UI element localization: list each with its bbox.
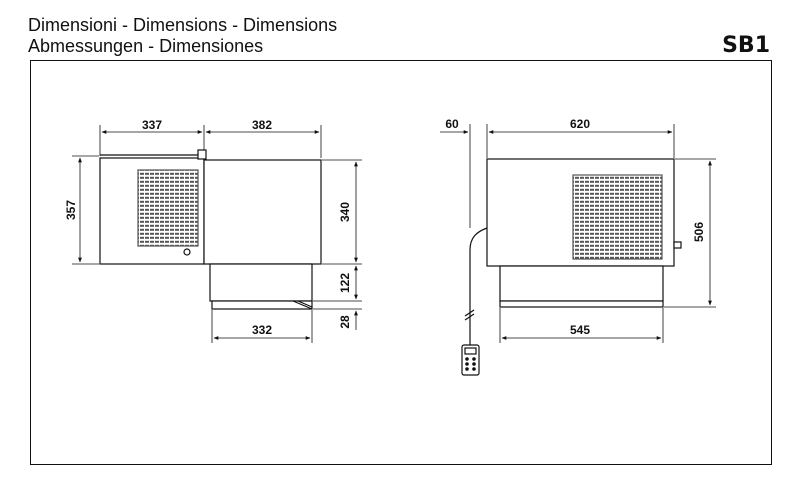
cable-break-2: [464, 313, 475, 321]
remote-button-6: [472, 367, 476, 371]
remote-button-2: [472, 357, 476, 361]
side-hatch-2: [297, 300, 313, 308]
dim-545-label: 545: [570, 323, 590, 337]
remote-button-1: [465, 357, 469, 361]
dim-60-label: 60: [445, 117, 459, 131]
front-bottom-plate: [499, 300, 664, 308]
front-view: [461, 158, 682, 376]
dim-337-label: 337: [142, 118, 162, 132]
dim-122-label: 122: [338, 273, 352, 293]
dim-382-label: 382: [252, 118, 272, 132]
dim-332-label: 332: [252, 323, 272, 337]
dim-620-label: 620: [570, 117, 590, 131]
remote-display: [464, 347, 477, 355]
front-dimensions: 60 620 506 545: [440, 117, 716, 343]
dim-506-label: 506: [692, 222, 706, 242]
title-line-1: Dimensioni - Dimensions - Dimensions: [28, 15, 338, 35]
side-grille: [137, 169, 199, 247]
title-line-2: Abmessungen - Dimensiones: [28, 36, 264, 56]
side-condenser-body: [203, 159, 322, 265]
front-grille: [572, 174, 663, 260]
side-top-cap: [197, 149, 207, 160]
front-side-connector: [673, 241, 682, 249]
side-hatch-1: [292, 300, 313, 310]
side-bottom-plate: [211, 300, 313, 310]
front-lower-body: [499, 265, 664, 302]
model-code: SB1: [722, 33, 770, 58]
side-dimensions: 337 382 357 340 122 28 332: [64, 118, 362, 343]
remote-button-3: [465, 362, 469, 366]
side-view: [99, 149, 322, 310]
remote-button-4: [472, 362, 476, 366]
dim-28-label: 28: [338, 315, 352, 329]
side-connector: [183, 248, 191, 256]
cable-break-1: [464, 309, 475, 317]
drawing-frame: [30, 60, 772, 465]
remote-button-5: [465, 367, 469, 371]
front-cable: [469, 227, 488, 345]
dim-340-label: 340: [338, 202, 352, 222]
dim-357-label: 357: [64, 200, 78, 220]
side-plug-body: [209, 263, 313, 302]
